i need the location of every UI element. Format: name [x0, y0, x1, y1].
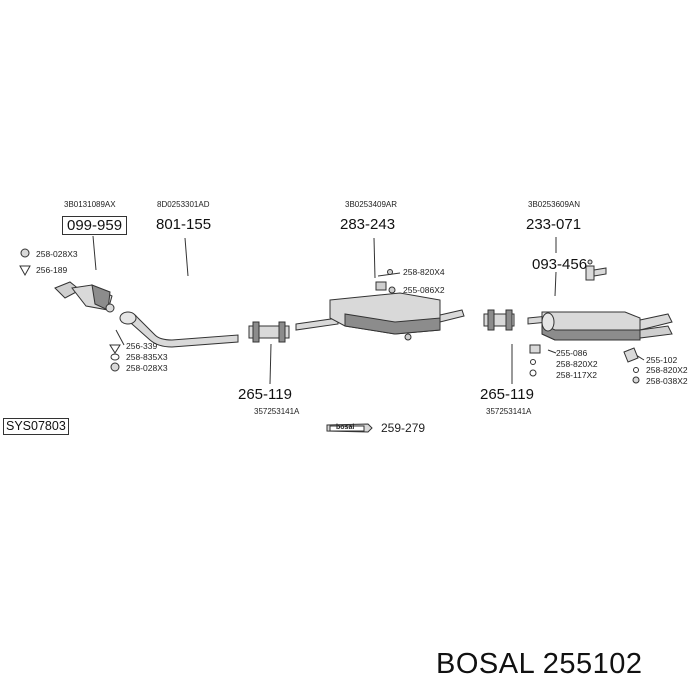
part-number-p2: 801-155	[156, 216, 212, 233]
catalytic-converter	[54, 281, 115, 313]
hanger-093-456	[585, 259, 607, 281]
oem-number-p4: 3B0253609AN	[528, 200, 581, 209]
oem-number-p3: 3B0253409AR	[345, 200, 398, 209]
rear-fitting-2: 258-038X2	[646, 376, 688, 386]
fitting-p4-0: 255-086	[556, 348, 588, 358]
fitting-p2-1: 258-835X3	[126, 352, 168, 362]
rubber-hanger-283	[375, 269, 396, 294]
front-pipe	[119, 311, 239, 348]
clamp-2-number: 265-119	[480, 386, 534, 403]
clamp-2-oem: 357253141A	[486, 407, 532, 416]
rear-fitting-0: 255-102	[646, 355, 678, 365]
fitting-p2-2: 258-028X3	[126, 363, 168, 373]
fitting-p4-2: 258-117X2	[556, 370, 597, 380]
part-number-p1: 099-959	[62, 216, 128, 235]
rear-silencer	[527, 311, 673, 341]
fitting-p4-1: 258-820X2	[556, 359, 598, 369]
rear-fitting-1: 258-820X2	[646, 365, 688, 375]
part-number-p4: 233-071	[526, 216, 582, 233]
fitting-p3-1: 255-086X2	[403, 285, 445, 295]
fitting-p1-1: 256-189	[36, 265, 68, 275]
oem-number-p2: 8D0253301AD	[157, 200, 210, 209]
bosal-logo-text: bosal	[336, 424, 355, 431]
bosal-paste-tube	[326, 423, 373, 433]
fitting-p1-0: 258-028X3	[36, 249, 78, 259]
clamp-2	[483, 309, 515, 331]
fitting-p3-0: 258-820X4	[403, 267, 445, 277]
system-code: SYS07803	[3, 418, 69, 435]
paste-number: 259-279	[381, 421, 426, 435]
hanger-number: 093-456	[532, 256, 588, 273]
fittings-icons	[19, 248, 640, 384]
clamp-1-oem: 357253141A	[254, 407, 300, 416]
fitting-p2-0: 256-339	[126, 341, 158, 351]
middle-silencer	[295, 292, 465, 341]
oem-number-p1: 3B0131089AX	[64, 200, 116, 209]
footer-part-title: BOSAL 255102	[436, 648, 643, 680]
part-number-p3: 283-243	[340, 216, 396, 233]
clamp-1-number: 265-119	[238, 386, 292, 403]
clamp-1	[248, 321, 290, 343]
